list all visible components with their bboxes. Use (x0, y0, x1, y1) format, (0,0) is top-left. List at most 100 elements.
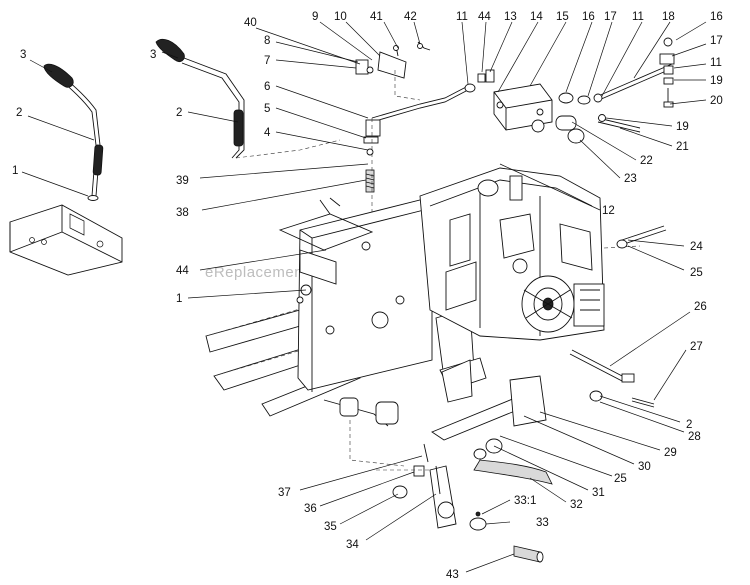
callout-labels: 3 2 1 3 2 40 8 7 9 10 41 42 6 5 4 39 38 … (12, 11, 723, 581)
part-32-pedal (473, 459, 553, 485)
inset-bracket (9, 204, 123, 276)
callout-28: 28 (688, 431, 701, 443)
frame-top-bracket (278, 213, 374, 251)
right-long-bolts (569, 225, 667, 408)
callout-12: 12 (602, 205, 615, 217)
callout-7: 7 (264, 55, 270, 67)
callout-38: 38 (176, 207, 189, 219)
callout-23: 23 (624, 173, 637, 185)
callout-2-left: 2 (16, 107, 22, 119)
main-lever-assembly (155, 38, 469, 159)
part-24-bolt (621, 225, 665, 241)
callout-1-left: 1 (12, 165, 18, 177)
main-lever-knob (155, 38, 185, 62)
callout-9: 9 (312, 11, 318, 23)
callout-20: 20 (710, 95, 723, 107)
callout-32: 32 (570, 499, 583, 511)
transmission-side-box (573, 283, 605, 327)
callout-16-b: 16 (710, 11, 723, 23)
part-38-spring (365, 169, 375, 193)
lower-bracket (441, 359, 473, 403)
frame-plate (297, 199, 433, 391)
part-23-washer (567, 128, 585, 144)
callout-44-top: 44 (478, 11, 491, 23)
callout-42: 42 (404, 11, 417, 23)
transmission (419, 167, 641, 341)
callout-25-b: 25 (614, 473, 627, 485)
leader-lines (21, 21, 707, 573)
callout-25-a: 25 (690, 267, 703, 279)
part-36-block (413, 465, 425, 477)
callout-21: 21 (676, 141, 689, 153)
callout-14: 14 (530, 11, 543, 23)
lower-linkage (323, 359, 553, 563)
part-14-bracket (493, 83, 553, 131)
callout-3-main: 3 (150, 49, 156, 61)
callout-44-bottom: 44 (176, 265, 189, 277)
callout-41: 41 (370, 11, 383, 23)
linkage-rod (371, 85, 469, 119)
frame-hole (371, 311, 389, 329)
frame-rail-left (205, 309, 301, 353)
callout-29: 29 (664, 447, 677, 459)
callout-35: 35 (324, 521, 337, 533)
inset-lever-knob (43, 63, 74, 88)
callout-30: 30 (638, 461, 651, 473)
callout-39: 39 (176, 175, 189, 187)
callout-10: 10 (334, 11, 347, 23)
part-27-bolt (631, 397, 655, 408)
callout-34: 34 (346, 539, 359, 551)
part-35-washer (392, 485, 408, 499)
callout-4: 4 (264, 127, 271, 139)
callout-18: 18 (662, 11, 675, 23)
part-10-plate (377, 51, 407, 79)
callout-43: 43 (446, 569, 459, 581)
callout-17-a: 17 (604, 11, 617, 23)
part-43-pin (513, 545, 541, 563)
callout-2-right: 2 (686, 419, 692, 431)
callout-19-a: 19 (710, 75, 723, 87)
callout-37: 37 (278, 487, 291, 499)
part-34-pin (435, 465, 441, 495)
callout-33-1: 33:1 (514, 495, 536, 507)
part-16b-block (659, 53, 675, 65)
part-33-lever (429, 465, 457, 529)
part-18-rod (597, 63, 673, 97)
callout-13: 13 (504, 11, 517, 23)
callout-2-main: 2 (176, 107, 182, 119)
callout-24: 24 (690, 241, 703, 253)
part-28-washer (589, 390, 603, 402)
callout-26: 26 (694, 301, 707, 313)
callout-6: 6 (264, 81, 270, 93)
callout-36: 36 (304, 503, 317, 515)
part-29-link (509, 375, 547, 427)
part-16-bushing (558, 92, 574, 104)
transmission-top-cap (477, 179, 499, 197)
callout-33: 33 (536, 517, 549, 529)
upper-right-bracket (464, 37, 675, 144)
main-shift-lever (183, 57, 245, 159)
part-26-shaft (571, 349, 627, 379)
callout-3-left: 3 (20, 49, 26, 61)
callout-11-a: 11 (456, 11, 468, 23)
callout-11-b: 11 (632, 11, 644, 23)
part-22-spacer (555, 115, 577, 131)
callout-8: 8 (264, 35, 270, 47)
callout-15: 15 (556, 11, 569, 23)
inset-lever-assembly (9, 63, 123, 276)
callout-27: 27 (690, 341, 703, 353)
callout-5: 5 (264, 103, 270, 115)
callout-16-a: 16 (582, 11, 595, 23)
callout-17-b: 17 (710, 35, 723, 47)
callout-31: 31 (592, 487, 605, 499)
part-11-nut (464, 83, 476, 93)
callout-11-c: 11 (710, 57, 722, 69)
inset-shift-lever (51, 71, 97, 197)
callout-40: 40 (244, 17, 257, 29)
callout-22: 22 (640, 155, 653, 167)
callout-19-b: 19 (676, 121, 689, 133)
chassis-frame (205, 197, 487, 417)
part-6-clevis (365, 119, 381, 137)
callout-1-main: 1 (176, 293, 182, 305)
